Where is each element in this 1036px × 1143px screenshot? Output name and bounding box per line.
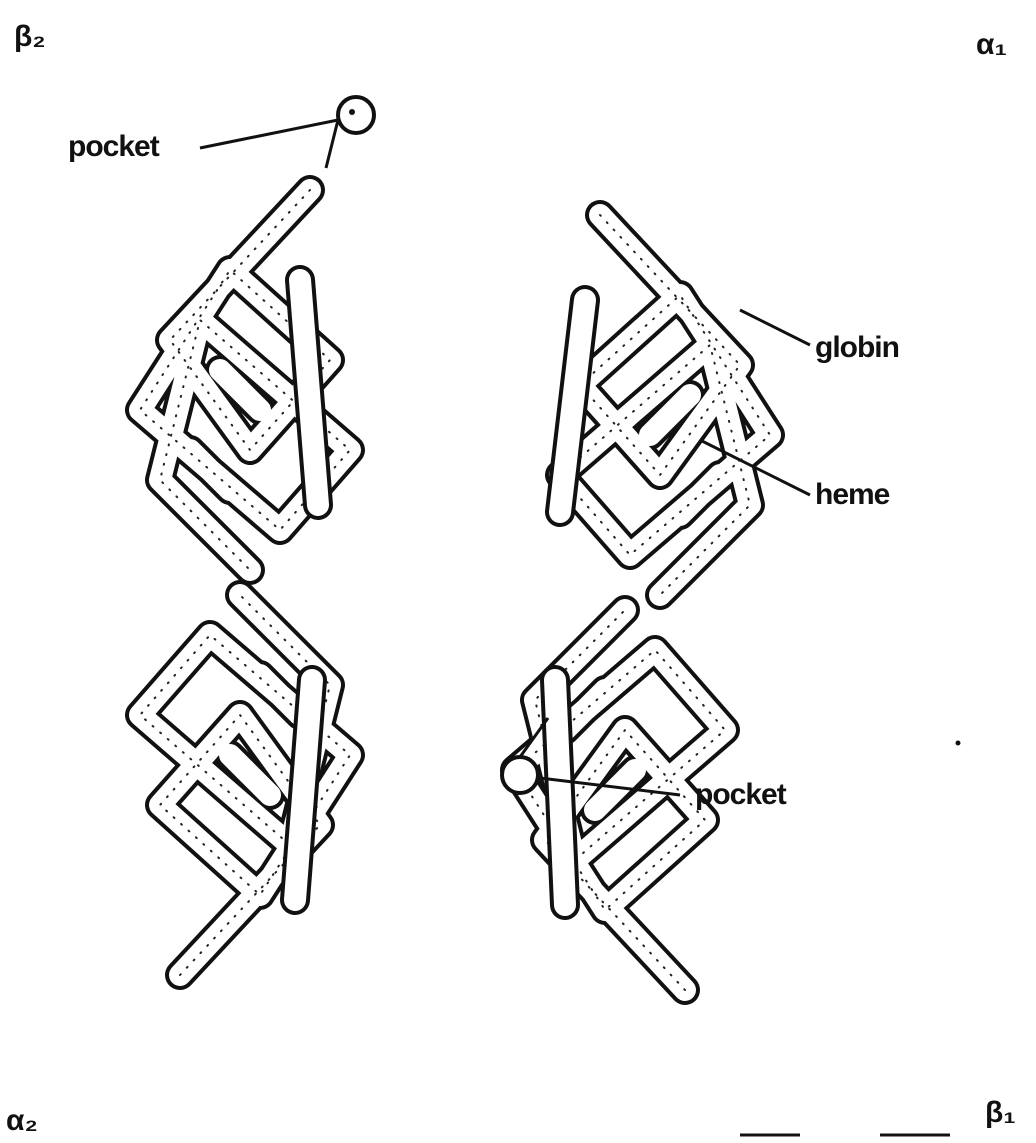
label-bottom-left-subunit: α₂ [6, 1106, 38, 1136]
label-top-left-subunit: β₂ [14, 22, 46, 52]
leader-globin [740, 310, 810, 345]
stray-dot [956, 741, 961, 746]
binding-site-top-left [338, 97, 374, 133]
label-bottom-site: pocket [695, 780, 786, 810]
label-heme: heme [815, 480, 889, 510]
leader-top-left-site [200, 120, 338, 168]
globin-chain-top-right [560, 215, 770, 595]
helix-rod-top-left [300, 280, 318, 505]
binding-site-bottom [502, 757, 538, 793]
label-top-right-subunit: α₁ [976, 30, 1007, 60]
helix-rod-bottom-left [295, 680, 312, 900]
label-bottom-right-subunit: β₁ [985, 1098, 1016, 1128]
helix-rod-bottom-right [555, 680, 565, 905]
label-globin: globin [815, 333, 899, 363]
label-top-left-site: pocket [68, 132, 159, 162]
